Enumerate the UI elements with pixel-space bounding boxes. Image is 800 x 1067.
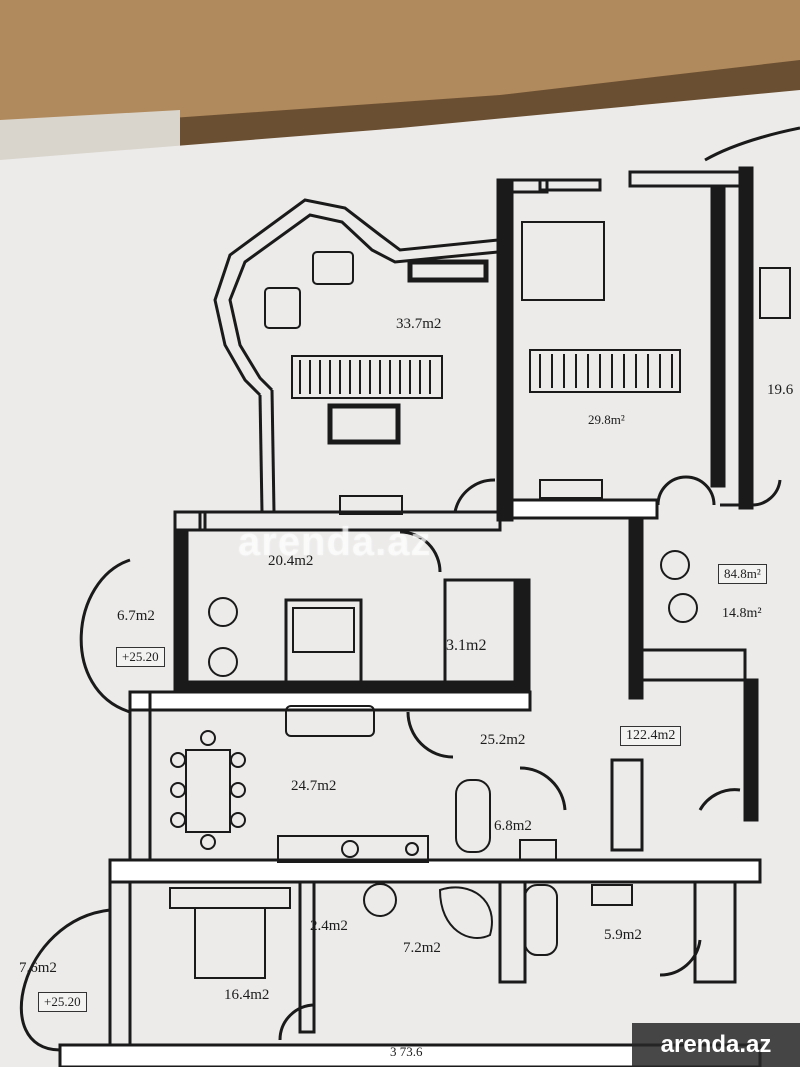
room-area-label: 33.7m2	[396, 316, 442, 332]
room-area-label: 7.6m2	[19, 960, 57, 976]
room-area-label: 16.4m2	[224, 987, 270, 1003]
balcony-area-box: +25.20	[38, 992, 87, 1012]
watermark-center: arenda.az	[238, 520, 432, 564]
room-area-label: 14.8m²	[722, 606, 762, 621]
room-area-label: 5.9m2	[604, 927, 642, 943]
cardboard-top	[0, 0, 800, 130]
bottom-area-label: 3 73.6	[390, 1044, 423, 1059]
room-area-label: 6.7m2	[117, 608, 155, 624]
furniture	[169, 221, 791, 979]
total-area-box: 122.4m2	[620, 726, 682, 746]
room-area-label: 24.7m2	[291, 778, 337, 794]
room-area-label: 7.2m2	[403, 940, 441, 956]
room-area-label: 19.6	[767, 382, 794, 398]
room-area-label: 20.4m2	[268, 553, 314, 569]
room-area-label: 2.4m2	[310, 918, 348, 934]
room-area-label: 29.8m²	[588, 412, 625, 427]
room-area-label: 25.2m2	[480, 732, 526, 748]
balcony-area-box: +25.20	[116, 647, 165, 667]
room-area-label: 3.1m2	[446, 637, 487, 654]
room-area-label: 6.8m2	[494, 818, 532, 834]
paper-sheet	[0, 90, 800, 1067]
watermark-corner: arenda.az	[632, 1023, 800, 1067]
total-area-box: 84.8m²	[718, 564, 767, 584]
walls	[19, 126, 800, 1067]
